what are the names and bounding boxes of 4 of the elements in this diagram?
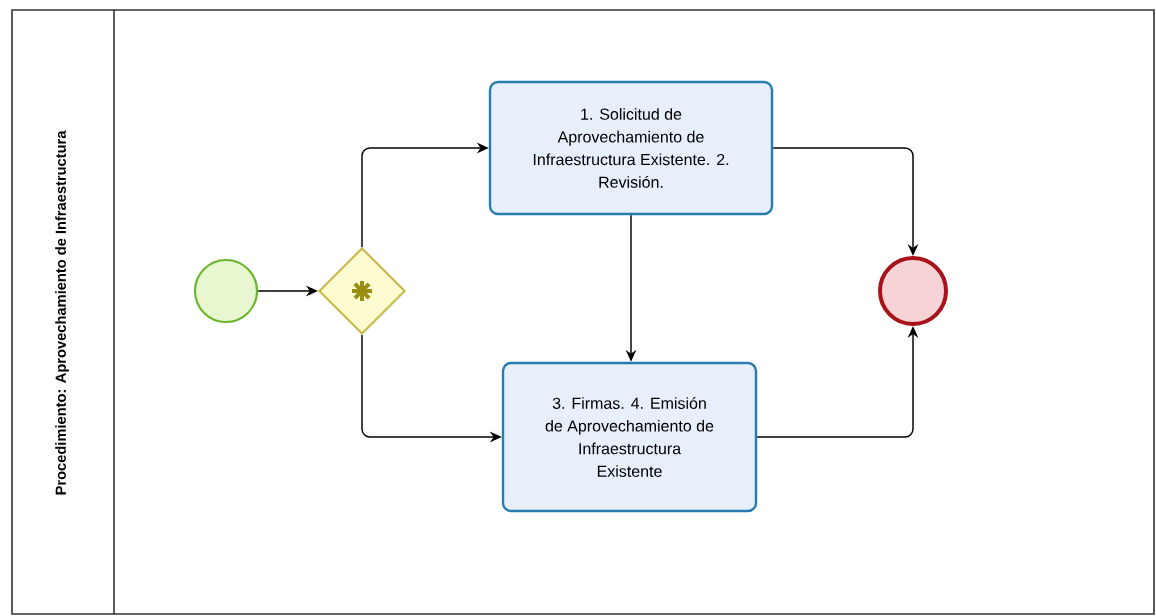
task-box: 3. Firmas. 4. Emisión de Aprovechamiento de Infraestructura Existente [501, 361, 758, 513]
task-box: 1. Solicitud de Aprovechamiento de Infraestructura Existente. 2. Revisión. [488, 80, 774, 216]
end-event-circle [878, 256, 948, 326]
start-event-circle [193, 258, 259, 324]
